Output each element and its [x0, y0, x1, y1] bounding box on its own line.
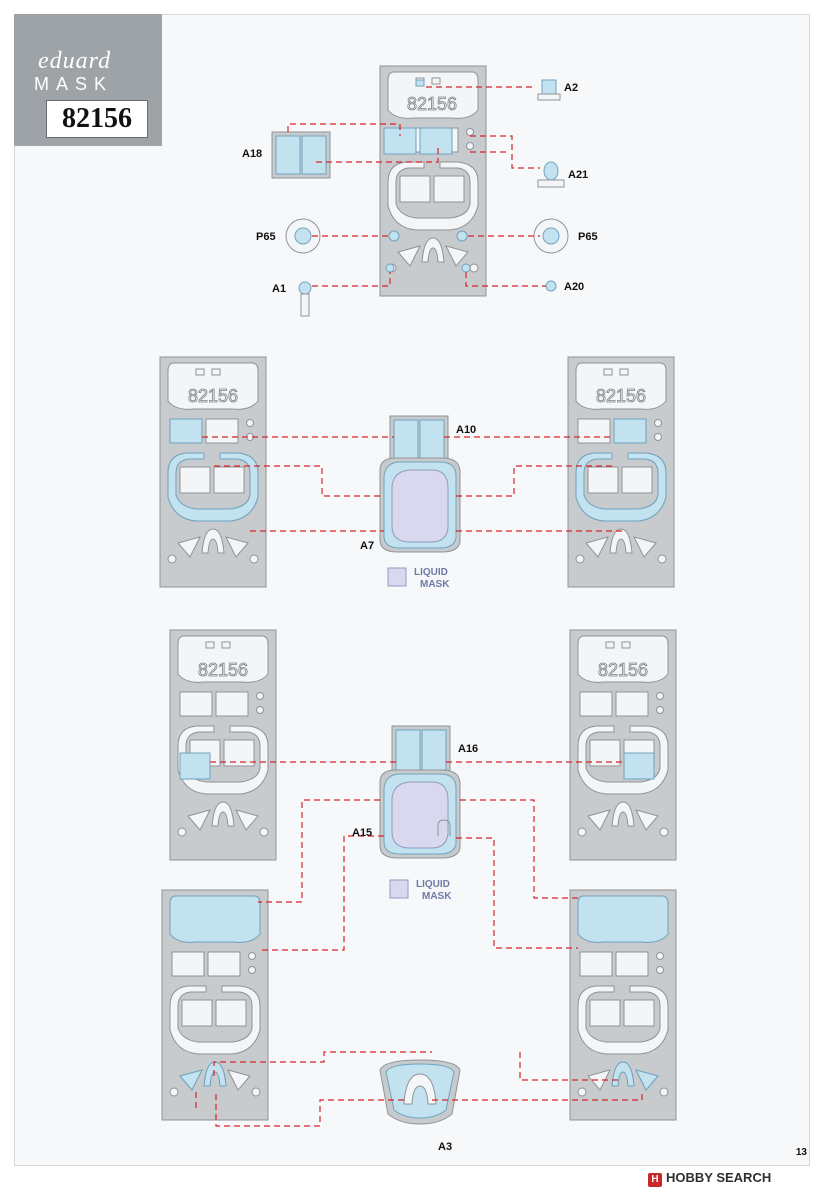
product-line: MASK: [34, 74, 114, 94]
liquid-mask-line2-row2: MASK: [420, 579, 450, 590]
sheet-number-row2-right: 82156: [596, 386, 646, 406]
eduard-mask-logo: eduard MASK 82156: [14, 14, 162, 146]
label-a18: A18: [242, 148, 262, 160]
mask-sheet-row2-left: 82156: [159, 356, 267, 588]
watermark-text: HOBBY SEARCH: [666, 1170, 772, 1185]
part-p65-left: [285, 218, 321, 254]
part-a21: [537, 161, 565, 188]
mask-sheet-row3-right: 82156: [569, 629, 677, 861]
mask-sheet-row4-left: 82156: [161, 889, 269, 1121]
label-a3: A3: [438, 1141, 452, 1153]
label-a15: A15: [352, 827, 372, 839]
label-a1: A1: [272, 283, 286, 295]
sheet-number-row3-right: 82156: [598, 660, 648, 680]
part-a10-a7: [379, 415, 461, 553]
liquid-mask-swatch-row3: [389, 879, 409, 899]
label-p65-right: P65: [578, 231, 598, 243]
liquid-mask-line1-row2: LIQUID: [414, 567, 448, 578]
label-p65-left: P65: [256, 231, 276, 243]
part-a2: [537, 79, 561, 101]
label-a2: A2: [564, 82, 578, 94]
label-a16: A16: [458, 743, 478, 755]
liquid-mask-line2-row3: MASK: [422, 891, 452, 902]
mask-sheet-row4-right: 82156: [569, 889, 677, 1121]
leader-lines-top: [287, 86, 546, 287]
set-number: 82156: [46, 100, 148, 138]
part-a18: [271, 131, 331, 179]
hobby-search-icon: H: [648, 1173, 662, 1187]
page-number: 13: [795, 1147, 807, 1158]
part-a3: [379, 1059, 461, 1125]
mask-sheet-row2-right: 82156: [567, 356, 675, 588]
label-a20: A20: [564, 281, 584, 293]
leader-lines-row3-row4: [195, 761, 643, 1127]
part-p65-right: [533, 218, 569, 254]
label-a10: A10: [456, 424, 476, 436]
mask-sheet-top: 82156: [379, 65, 487, 297]
part-a20: [545, 280, 557, 292]
sheet-number-row2-left: 82156: [188, 386, 238, 406]
watermark: H HOBBY SEARCH: [648, 1170, 771, 1187]
brand-name: eduard: [38, 48, 112, 74]
label-a7: A7: [360, 540, 374, 552]
liquid-mask-swatch-row2: [387, 567, 407, 587]
label-a21: A21: [568, 169, 588, 181]
part-a16-a15: [379, 725, 461, 859]
mask-sheet-row3-left: 82156: [169, 629, 277, 861]
part-labels: A2 A18 A21 P65 P65 A1 A20 A10 A7 A16 A15…: [242, 82, 598, 1153]
liquid-mask-line1-row3: LIQUID: [416, 879, 450, 890]
sheet-number-top: 82156: [407, 94, 457, 114]
leader-lines-row2: [202, 436, 626, 532]
part-a1: [298, 281, 312, 317]
sheet-number-row3-left: 82156: [198, 660, 248, 680]
